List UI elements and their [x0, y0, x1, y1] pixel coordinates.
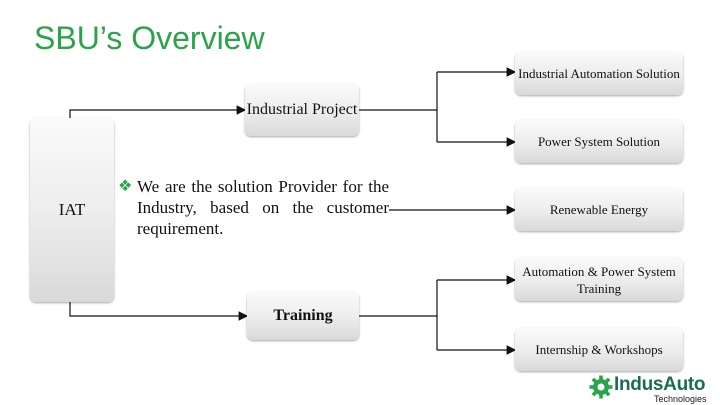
- industrial-automation-label: Industrial Automation Solution: [518, 66, 680, 81]
- logo-tagline: Technologies: [654, 394, 707, 404]
- industrial-automation-node: Industrial Automation Solution: [515, 52, 683, 95]
- gear-logo-icon: [589, 375, 613, 399]
- description-text: We are the solution Provider for the Ind…: [137, 177, 389, 238]
- company-logo: IndusAuto Technologies: [588, 374, 718, 404]
- description: ❖ We are the solution Provider for the I…: [118, 176, 389, 239]
- diamond-bullet-icon: ❖: [118, 178, 133, 195]
- training-node: Training: [247, 292, 359, 340]
- iat-node: IAT: [30, 118, 114, 302]
- internship-workshops-node: Internship & Workshops: [515, 328, 683, 371]
- automation-power-training-label: Automation & Power System Training: [522, 263, 676, 296]
- automation-power-training-node: Automation & Power System Training: [515, 258, 683, 301]
- internship-workshops-label: Internship & Workshops: [535, 342, 663, 357]
- training-label: Training: [273, 307, 333, 324]
- connector-training-trunk: [359, 280, 438, 350]
- slide-title: SBU’s Overview: [34, 20, 265, 56]
- power-system-node: Power System Solution: [515, 120, 683, 163]
- logo-wordmark: IndusAuto: [614, 374, 706, 395]
- renewable-energy-label: Renewable Energy: [549, 202, 649, 217]
- renewable-energy-node: Renewable Energy: [515, 188, 683, 231]
- industrial-project-label: Industrial Project: [246, 101, 358, 118]
- iat-label: IAT: [58, 200, 86, 219]
- connector-iat-industrial-project: [69, 105, 247, 118]
- connector-iat-training: [69, 302, 249, 321]
- industrial-project-node: Industrial Project: [245, 84, 359, 136]
- power-system-label: Power System Solution: [537, 134, 661, 149]
- connector-project-trunk: [359, 72, 438, 142]
